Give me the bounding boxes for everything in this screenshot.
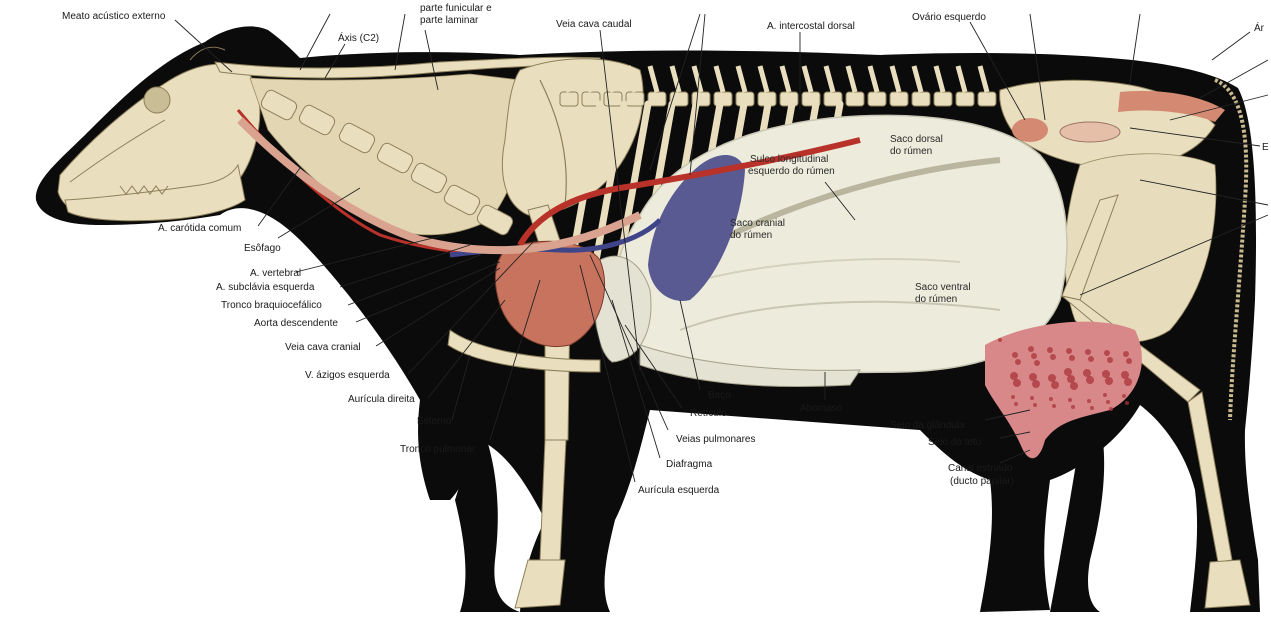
label-meato: Meato acústico externo	[62, 11, 166, 22]
udder-alveolus	[1104, 350, 1110, 356]
label-sulco-1: Sulco longitudinal	[750, 154, 828, 165]
udder-alveolus	[1032, 380, 1040, 388]
label-braquiocefalico: Tronco braquiocefálico	[221, 300, 322, 311]
label-seio-glandula: Seio da glândula	[890, 420, 965, 431]
label-esterno: Esterno	[417, 416, 452, 427]
udder-alveolus	[1012, 352, 1018, 358]
label-esofago: Esôfago	[244, 243, 281, 254]
label-cranial-2: do rúmen	[730, 230, 772, 241]
udder-alveolus	[1125, 401, 1129, 405]
label-azigos: V. ázigos esquerda	[305, 370, 390, 381]
udder-alveolus	[1011, 395, 1015, 399]
label-dorsal-1: Saco dorsal	[890, 134, 943, 145]
label-dorsal-2: do rúmen	[890, 146, 932, 157]
udder-alveolus	[1090, 406, 1094, 410]
label-ovario: Ovário esquerdo	[912, 12, 986, 23]
label-veia-cava-cranial: Veia cava cranial	[285, 342, 361, 353]
udder-alveolus	[1105, 377, 1113, 385]
thoracic-vertebra	[560, 92, 578, 106]
udder-alveolus	[1124, 378, 1132, 386]
udder-alveolus	[1048, 374, 1056, 382]
udder-alveolus	[1083, 369, 1091, 377]
udder-alveolus	[1031, 353, 1037, 359]
label-ventral-1: Saco ventral	[915, 282, 971, 293]
udder-alveolus	[1121, 371, 1129, 379]
label-axis: Áxis (C2)	[338, 31, 379, 44]
udder-alveolus	[1013, 379, 1021, 387]
udder-alveolus	[1102, 370, 1110, 378]
label-carotida: A. carótida comum	[158, 223, 241, 234]
udder-alveolus	[1050, 354, 1056, 360]
udder-alveolus	[1071, 405, 1075, 409]
thoracic-vertebra	[846, 92, 864, 106]
label-diafragma: Diafragma	[666, 459, 713, 470]
udder-alveolus	[1122, 394, 1126, 398]
thoracic-vertebra	[868, 92, 886, 106]
udder-alveolus	[1123, 351, 1129, 357]
udder-alveolus	[1067, 375, 1075, 383]
udder-alveolus	[1030, 396, 1034, 400]
udder-alveolus	[1010, 372, 1018, 380]
thoracic-vertebra	[604, 92, 622, 106]
label-seio-teto: Seio do teto	[928, 437, 982, 448]
udder-alveolus	[1086, 376, 1094, 384]
udder-alveolus	[1087, 399, 1091, 403]
label-ventral-2: do rúmen	[915, 294, 957, 305]
udder-alveolus	[1034, 360, 1040, 366]
label-auricula-esquerda: Aurícula esquerda	[638, 485, 720, 496]
udder-alveolus	[1106, 400, 1110, 404]
udder-alveolus	[1033, 403, 1037, 407]
label-parte-laminar: parte laminar	[420, 15, 479, 26]
thoracic-vertebra	[956, 92, 974, 106]
label-sulco-2: esquerdo do rúmen	[748, 166, 835, 177]
udder-alveolus	[1052, 404, 1056, 408]
udder-alveolus	[1107, 357, 1113, 363]
udder-alveolus	[1103, 393, 1107, 397]
udder-alveolus	[1066, 348, 1072, 354]
label-cranial-1: Saco cranial	[730, 218, 785, 229]
label-edge-e: E	[1262, 142, 1269, 153]
label-veias-pulmonares: Veias pulmonares	[676, 434, 756, 445]
label-veia-cava-caudal: Veia cava caudal	[556, 19, 632, 30]
label-baco: Baço	[708, 390, 731, 401]
label-ducto-papilar: (ducto papilar)	[950, 476, 1014, 487]
label-aorta: Aorta descendente	[254, 318, 338, 329]
udder-alveolus	[1126, 358, 1132, 364]
udder-alveolus	[1069, 355, 1075, 361]
thoracic-vertebra	[912, 92, 930, 106]
udder-alveolus	[1051, 381, 1059, 389]
udder-alveolus	[1049, 397, 1053, 401]
thoracic-vertebra	[626, 92, 644, 106]
thoracic-vertebra	[934, 92, 952, 106]
udder-alveolus	[1029, 373, 1037, 381]
thoracic-vertebra	[890, 92, 908, 106]
udder-alveolus	[1014, 402, 1018, 406]
label-auricula-direita: Aurícula direita	[348, 394, 415, 405]
ovary	[1012, 118, 1048, 142]
udder-alveolus	[1088, 356, 1094, 362]
udder-alveolus	[1070, 382, 1078, 390]
label-parte-funicular: parte funicular e	[420, 3, 492, 14]
label-reticulo: Retículo	[690, 408, 727, 419]
udder-alveolus	[998, 338, 1002, 342]
thoracic-vertebra	[978, 92, 996, 106]
udder-alveolus	[1109, 407, 1113, 411]
udder-alveolus	[1028, 346, 1034, 352]
label-subclavia: A. subclávia esquerda	[216, 282, 315, 293]
udder-alveolus	[1068, 398, 1072, 402]
udder-alveolus	[1047, 347, 1053, 353]
label-arco: Ár	[1254, 21, 1265, 34]
label-vertebral: A. vertebral	[250, 268, 301, 279]
udder-alveolus	[1015, 359, 1021, 365]
skull-orbit	[144, 87, 170, 113]
rectum	[1060, 122, 1120, 142]
udder-alveolus	[1064, 368, 1072, 376]
udder-alveolus	[1085, 349, 1091, 355]
label-a-intercostal: A. intercostal dorsal	[767, 21, 855, 32]
label-canal-estriado: Canal estriado	[948, 463, 1013, 474]
label-tronco-pulmonar: Tronco pulmonar	[400, 444, 476, 455]
label-abomaso: Abomaso	[800, 403, 843, 414]
